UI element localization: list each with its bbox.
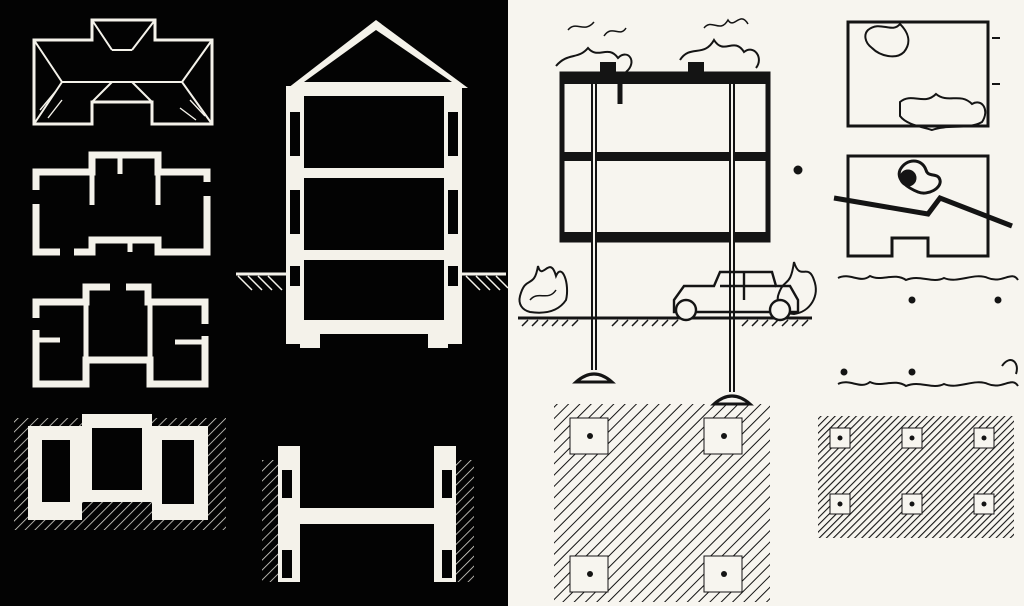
upper-floor-plan <box>32 283 209 388</box>
pilotis-house-panel <box>508 0 1024 606</box>
upper-floor-openings <box>28 280 213 336</box>
traditional-house-drawings <box>14 18 508 582</box>
ground-floor-plan <box>32 151 211 256</box>
ground-level-plan <box>837 274 1019 388</box>
free-plan <box>793 154 1013 258</box>
pilotis-grid-plan <box>818 416 1014 538</box>
house-section <box>236 20 508 348</box>
roof-plan <box>32 18 214 126</box>
ground-floor-openings <box>28 148 214 258</box>
foundation-section <box>262 446 474 582</box>
pilotis-section <box>518 18 817 406</box>
roof-garden-plan <box>846 20 1000 132</box>
car-icon <box>672 270 800 322</box>
pilotis-foundation-plan <box>554 404 770 602</box>
basement-plan <box>14 414 226 530</box>
pilotis-house-drawings <box>518 18 1019 602</box>
traditional-house-panel <box>0 0 508 606</box>
